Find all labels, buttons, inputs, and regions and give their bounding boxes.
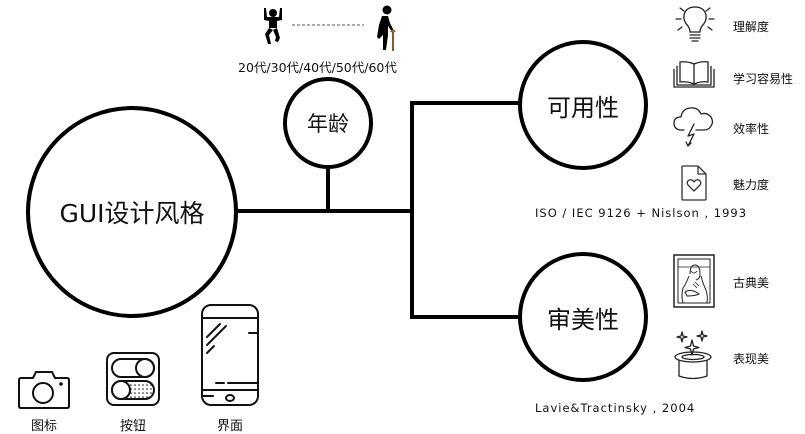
main-node-gui-design-style: GUI设计风格 [26,106,238,318]
aesthetics-citation: Lavie&Tractinsky , 2004 [535,401,696,415]
main-node-label: GUI设计风格 [59,199,205,228]
aesthetics-item-label: 古典美 [733,276,770,290]
branch-node-aesthetics-label: 审美性 [547,305,619,334]
lightning-cloud-icon [673,107,714,147]
connector-branch-vertical [410,101,414,319]
connector-age-vertical [326,166,330,211]
age-node: 年龄 [283,77,373,169]
lightbulb-icon [675,6,715,42]
smartphone-icon [201,304,259,406]
branch-node-usability: 可用性 [518,40,648,170]
young-person-icon [264,8,282,44]
usability-item-label: 学习容易性 [733,72,794,86]
aesthetics-item-label: 表现美 [733,352,770,366]
connector-aesthetics [410,315,522,319]
camera-icon [18,371,70,409]
usability-item-label: 魅力度 [733,178,770,192]
branch-node-usability-label: 可用性 [547,93,619,122]
branch-node-aesthetics: 审美性 [518,252,648,382]
gui-element-label: 按钮 [120,419,147,434]
age-node-label: 年龄 [307,112,349,136]
usability-item-label: 效率性 [733,122,770,136]
mona-lisa-frame-icon [673,254,715,308]
open-book-icon [673,61,715,88]
connector-usability [410,101,522,105]
heart-document-icon [681,165,707,201]
gui-element-label: 图标 [31,419,58,434]
connector-main-horizontal [236,209,414,213]
elderly-person-icon [377,5,396,51]
dashed-connector [292,24,364,26]
toggle-switch-icon [106,352,160,406]
usability-item-label: 理解度 [733,20,770,34]
gui-element-label: 界面 [217,419,244,434]
magic-hat-icon [674,330,712,380]
age-range-label: 20代/30代/40代/50代/60代 [238,60,397,75]
usability-citation: ISO / IEC 9126 + Nislson , 1993 [535,206,748,220]
